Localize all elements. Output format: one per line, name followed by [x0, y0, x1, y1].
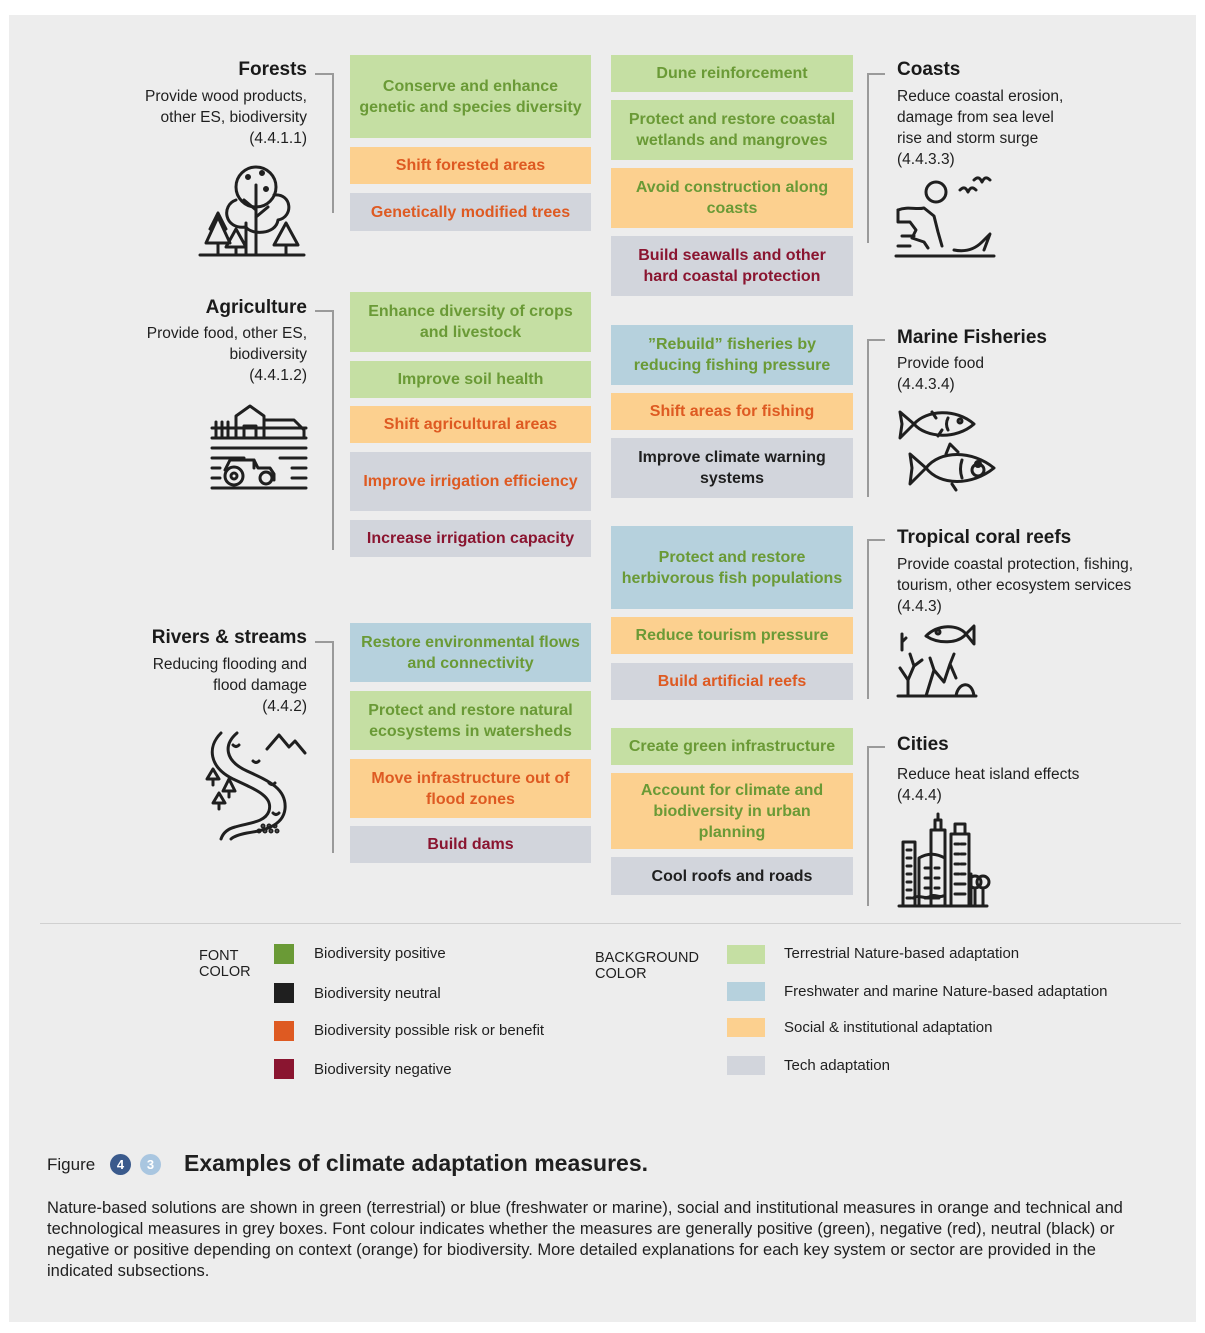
fisheries-title: Marine Fisheries — [897, 327, 1047, 348]
cities-description: Reduce heat island effects(4.4.4) — [897, 766, 1080, 804]
reefs-title: Tropical coral reefs — [897, 527, 1072, 548]
legend-label: Biodiversity neutral — [314, 985, 441, 1002]
figure-label: Figure — [47, 1155, 96, 1174]
measure-box: Shift agricultural areas — [350, 406, 591, 443]
measure-box: Improve irrigation efficiency — [350, 452, 591, 511]
legend-label: Terrestrial Nature-based adaptation — [784, 945, 1020, 962]
legend-swatch — [274, 1021, 294, 1041]
measure-box: Build artificial reefs — [611, 663, 853, 700]
measure-box: Increase irrigation capacity — [350, 520, 591, 557]
reefs-bracket-top — [867, 539, 885, 541]
legend-swatch — [274, 1059, 294, 1079]
measure-box: Create green infrastructure — [611, 728, 853, 765]
fisheries-bracket — [867, 339, 869, 497]
legend-swatch — [274, 983, 294, 1003]
cities-bracket-top — [867, 746, 885, 748]
coasts-bracket-top — [867, 73, 885, 75]
agriculture-description: Provide food, other ES,biodiversity(4.4.… — [146, 325, 307, 384]
measure-box: Cool roofs and roads — [611, 857, 853, 895]
agriculture-bracket-top — [315, 310, 333, 312]
measure-box: ”Rebuild” fisheries by reducing fishing … — [611, 325, 853, 385]
rivers-bracket-top — [315, 641, 333, 643]
measure-box: Dune reinforcement — [611, 55, 853, 92]
figure-caption: Nature-based solutions are shown in gree… — [47, 1199, 1123, 1280]
legend-label: Freshwater and marine Nature-based adapt… — [784, 983, 1108, 1000]
legend-label: Biodiversity possible risk or benefit — [314, 1022, 545, 1039]
measure-box: Shift forested areas — [350, 147, 591, 184]
legend-swatch — [727, 945, 765, 964]
fisheries-description: Provide food(4.4.3.4) — [897, 355, 985, 393]
measure-box: Enhance diversity of crops and livestock — [350, 292, 591, 352]
legend-divider — [40, 923, 1181, 924]
measure-box: Account for climate and biodiversity in … — [611, 773, 853, 849]
legend-label: Social & institutional adaptation — [784, 1019, 993, 1036]
city-icon — [895, 812, 991, 908]
forests-title: Forests — [238, 59, 307, 80]
measure-box: Genetically modified trees — [350, 193, 591, 231]
measure-box: Improve climate warning systems — [611, 438, 853, 498]
forests-description: Provide wood products,other ES, biodiver… — [145, 88, 307, 147]
river-icon — [203, 731, 309, 841]
rivers-title: Rivers & streams — [151, 627, 307, 648]
legend-label: Biodiversity positive — [314, 945, 446, 962]
measure-box: Build seawalls and other hard coastal pr… — [611, 236, 853, 296]
legend-label: Tech adaptation — [784, 1057, 890, 1074]
legend-swatch — [727, 1056, 765, 1075]
figure-panel — [9, 15, 1196, 1322]
coral-reef-icon — [896, 620, 978, 698]
forests-bracket — [332, 73, 334, 213]
measure-box: Conserve and enhance genetic and species… — [350, 55, 591, 138]
figure-title: Examples of climate adaptation measures. — [184, 1150, 649, 1176]
cities-bracket — [867, 746, 869, 906]
reefs-description: Provide coastal protection, fishing,tour… — [897, 556, 1134, 615]
measure-box: Protect and restore natural ecosystems i… — [350, 691, 591, 750]
reefs-bracket — [867, 539, 869, 699]
rivers-bracket — [332, 641, 334, 853]
measure-box: Avoid construction along coasts — [611, 168, 853, 228]
measure-box: Move infrastructure out of flood zones — [350, 759, 591, 818]
measure-box: Restore environmental flows and connecti… — [350, 623, 591, 682]
forests-bracket-top — [315, 73, 333, 75]
figure-number-badge: 3 — [140, 1154, 161, 1175]
measure-box: Protect and restore herbivorous fish pop… — [611, 526, 853, 609]
figure-number-badge: 4 — [110, 1154, 131, 1175]
measure-box: Build dams — [350, 826, 591, 863]
measure-box: Protect and restore coastal wetlands and… — [611, 100, 853, 160]
legend-label: Biodiversity negative — [314, 1061, 452, 1078]
fisheries-bracket-top — [867, 339, 885, 341]
fish-icon — [896, 408, 1002, 498]
legend-swatch — [727, 1018, 765, 1037]
coasts-description: Reduce coastal erosion,damage from sea l… — [897, 88, 1064, 168]
agriculture-bracket — [332, 310, 334, 550]
coasts-bracket — [867, 73, 869, 243]
coast-icon — [894, 172, 998, 260]
coasts-title: Coasts — [897, 59, 961, 80]
forest-icon — [196, 155, 308, 260]
agriculture-title: Agriculture — [205, 297, 307, 318]
measure-box: Improve soil health — [350, 361, 591, 398]
cities-title: Cities — [897, 734, 949, 755]
farm-icon — [208, 402, 310, 494]
legend-swatch — [727, 982, 765, 1001]
legend-swatch — [274, 944, 294, 964]
measure-box: Reduce tourism pressure — [611, 617, 853, 654]
measure-box: Shift areas for fishing — [611, 393, 853, 430]
